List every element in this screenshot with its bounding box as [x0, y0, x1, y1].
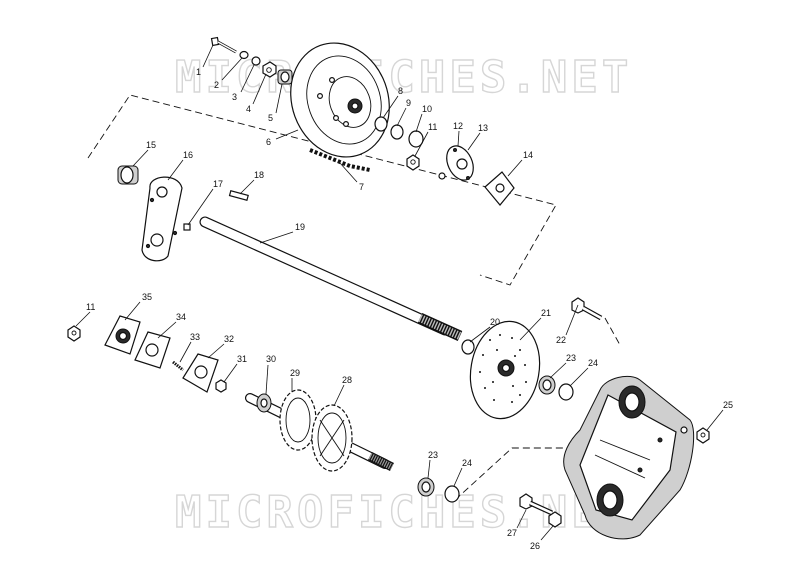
- sprocket-6: [290, 42, 390, 158]
- upper-assembly-outline: [87, 94, 557, 286]
- callout-23-upper: 23: [566, 353, 576, 363]
- callout-25: 25: [723, 400, 733, 410]
- washer-3: [251, 56, 261, 66]
- washer-11b: [438, 172, 446, 180]
- drive-shaft-assembly: [245, 389, 395, 472]
- leader-lines: [75, 44, 724, 541]
- callout-24-upper: 24: [588, 358, 598, 368]
- chaincase-housing: [563, 375, 695, 540]
- bolt-guide-line: [604, 317, 621, 346]
- nut-11-lower: [67, 325, 81, 342]
- callout-22: 22: [556, 335, 566, 345]
- callout-29: 29: [290, 368, 300, 378]
- callout-31: 31: [237, 354, 247, 364]
- screw-17: [183, 223, 191, 231]
- callout-16: 16: [183, 150, 193, 160]
- nut-31: [215, 379, 227, 393]
- bolt-27: [519, 493, 554, 516]
- seal-24-lower: [444, 485, 460, 503]
- watermark-bottom: MICROFICHES.NET: [175, 487, 632, 538]
- sprocket-29: [279, 389, 317, 451]
- plate-14: [484, 171, 515, 206]
- o-ring-8: [374, 116, 388, 132]
- bearing-30: [256, 393, 272, 413]
- callout-3: 3: [232, 92, 237, 102]
- chain-7: [309, 148, 371, 172]
- callout-11-lower: 11: [86, 302, 95, 312]
- shaft-19: [199, 216, 463, 342]
- callout-24-lower: 24: [462, 458, 472, 468]
- callout-26: 26: [530, 541, 540, 551]
- washer-2: [239, 50, 249, 60]
- bolt-1: [210, 36, 237, 54]
- callout-7: 7: [359, 182, 364, 192]
- watermark-top: MICROFICHES.NET: [175, 52, 632, 103]
- stud-33: [172, 360, 184, 372]
- nut-11-upper: [406, 154, 420, 171]
- callout-10: 10: [422, 104, 432, 114]
- seal-24-upper: [558, 383, 574, 401]
- disc-holes: [479, 334, 527, 403]
- callout-19: 19: [295, 222, 305, 232]
- callout-20: 20: [490, 317, 500, 327]
- bearing-plate-35: [104, 315, 141, 355]
- bolt-22: [571, 297, 603, 321]
- washer-20: [461, 339, 475, 355]
- callout-30: 30: [266, 354, 276, 364]
- washer-26: [548, 511, 562, 528]
- callout-21: 21: [541, 308, 551, 318]
- callout-17: 17: [213, 179, 223, 189]
- o-ring-9: [390, 124, 404, 140]
- callout-32: 32: [224, 334, 234, 344]
- bearing-cap-12-13: [446, 145, 474, 181]
- nut-4: [262, 61, 277, 78]
- brake-disc-21: [469, 320, 541, 420]
- callout-12: 12: [453, 121, 463, 131]
- callout-6: 6: [266, 137, 271, 147]
- callout-labels: 1 2 3 4 5 6 7 8 9 10 11 12 13 14 15 16 1…: [86, 67, 733, 551]
- callout-2: 2: [214, 80, 219, 90]
- plate-32: [182, 353, 219, 393]
- callout-13: 13: [478, 123, 488, 133]
- callout-35: 35: [142, 292, 152, 302]
- bearing-23-lower: [417, 477, 435, 497]
- seal-plate-34: [134, 331, 171, 369]
- callout-33: 33: [190, 332, 200, 342]
- callout-1: 1: [196, 67, 201, 77]
- spacer-5: [277, 69, 293, 85]
- key-18: [228, 190, 249, 201]
- callout-11-upper: 11: [428, 122, 437, 132]
- callout-18: 18: [254, 170, 264, 180]
- callout-8: 8: [398, 86, 403, 96]
- bearing-15: [117, 165, 139, 185]
- callout-5: 5: [268, 113, 273, 123]
- callout-23-lower: 23: [428, 450, 438, 460]
- callout-4: 4: [246, 104, 251, 114]
- bracket-16: [141, 176, 183, 262]
- callout-27: 27: [507, 528, 517, 538]
- callout-9: 9: [406, 98, 411, 108]
- callout-34: 34: [176, 312, 186, 322]
- callout-28: 28: [342, 375, 352, 385]
- callout-15: 15: [146, 140, 156, 150]
- nut-25: [696, 427, 710, 444]
- bearing-23-upper: [538, 375, 556, 395]
- sprocket-28: [311, 404, 353, 472]
- callout-14: 14: [523, 150, 533, 160]
